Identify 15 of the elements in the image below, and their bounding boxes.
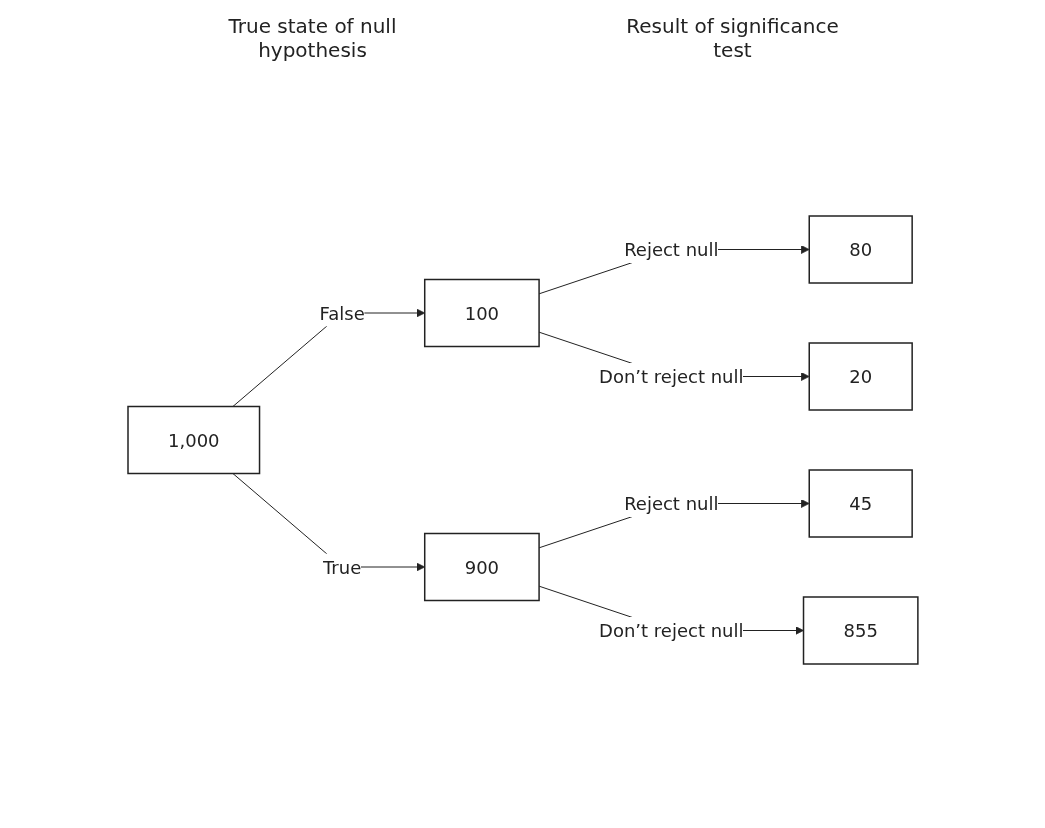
node-box: 45	[808, 469, 913, 538]
node-box: 80	[808, 215, 913, 284]
column-heading: True state of null hypothesis	[227, 14, 398, 64]
edge-label: False	[319, 302, 365, 324]
edge-label: True	[322, 556, 361, 578]
node-box: 1,000	[126, 405, 260, 475]
column-heading: Result of significance test	[625, 14, 840, 64]
node-box: 900	[423, 532, 540, 602]
node-box: 100	[423, 278, 540, 348]
edge-label: Don’t reject null	[598, 366, 744, 387]
edge-label: Reject null	[623, 493, 719, 514]
edge-label: Reject null	[623, 239, 719, 260]
node-box: 855	[802, 596, 919, 665]
node-box: 20	[808, 342, 913, 411]
edge-label: Don’t reject null	[598, 620, 744, 641]
